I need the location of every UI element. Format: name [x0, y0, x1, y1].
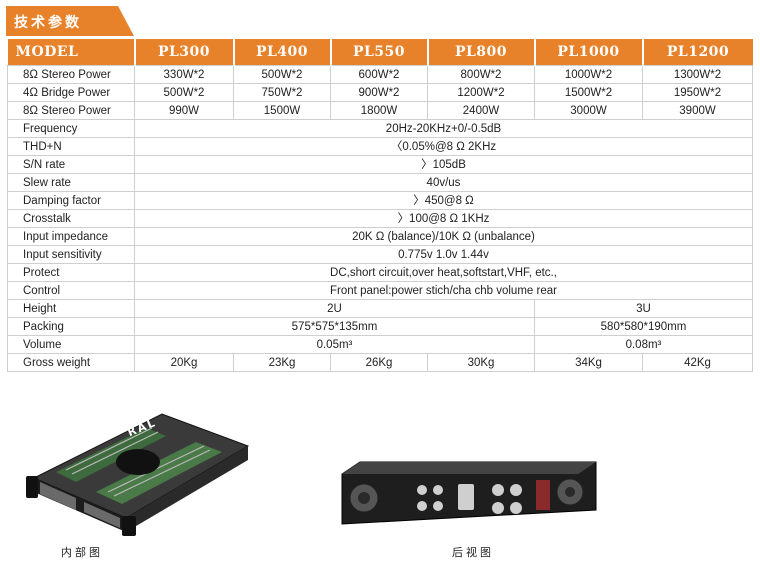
model-col-pl400: PL400 [233, 39, 332, 66]
table-cell: 330W*2 [134, 65, 234, 84]
row-label: 4Ω Bridge Power [7, 83, 135, 102]
table-cell: 2400W [427, 101, 535, 120]
table-cell: 0.05m³ [134, 335, 535, 354]
table-row: Gross weight 20Kg 23Kg 26Kg 30Kg 34Kg 42… [7, 353, 753, 372]
row-label: Slew rate [7, 173, 135, 192]
table-cell: 1500W [233, 101, 331, 120]
row-label: THD+N [7, 137, 135, 156]
table-cell: 3000W [534, 101, 643, 120]
row-label: 8Ω Stereo Power [7, 65, 135, 84]
table-cell: 20Kg [134, 353, 234, 372]
table-cell: 800W*2 [427, 65, 535, 84]
table-cell: 〉450@8 Ω [134, 191, 753, 210]
model-header: MODEL [7, 39, 136, 66]
table-cell: Front panel:power stich/cha chb volume r… [134, 281, 753, 300]
table-row: Volume 0.05m³ 0.08m³ [7, 335, 753, 354]
model-col-pl300: PL300 [134, 39, 235, 66]
table-cell: 990W [134, 101, 234, 120]
table-cell: 0.775v 1.0v 1.44v [134, 245, 753, 264]
row-label: Input sensitivity [7, 245, 135, 264]
table-row: Control Front panel:power stich/cha chb … [7, 281, 753, 300]
table-row: Input sensitivity 0.775v 1.0v 1.44v [7, 245, 753, 264]
table-row: Frequency 20Hz-20KHz+0/-0.5dB [7, 119, 753, 138]
table-cell: 40v/us [134, 173, 753, 192]
table-cell: 20Hz-20KHz+0/-0.5dB [134, 119, 753, 138]
table-cell: 0.08m³ [534, 335, 753, 354]
table-cell: 575*575*135mm [134, 317, 535, 336]
table-row: Protect DC,short circuit,over heat,softs… [7, 263, 753, 282]
table-row: Height 2U 3U [7, 299, 753, 318]
table-row: 8Ω Stereo Power 990W 1500W 1800W 2400W 3… [7, 101, 753, 120]
model-col-pl1200: PL1200 [642, 39, 753, 66]
rear-caption: 后视图 [452, 546, 494, 559]
table-cell: 20K Ω (balance)/10K Ω (unbalance) [134, 227, 753, 246]
table-cell: 1000W*2 [534, 65, 643, 84]
row-label: Control [7, 281, 135, 300]
row-label: S/N rate [7, 155, 135, 174]
table-cell: 26Kg [330, 353, 428, 372]
table-row: Packing 575*575*135mm 580*580*190mm [7, 317, 753, 336]
table-cell: 〉105dB [134, 155, 753, 174]
table-row: Crosstalk 〉100@8 Ω 1KHz [7, 209, 753, 228]
page-title: 技术参数 [14, 15, 82, 31]
table-cell: 2U [134, 299, 535, 318]
row-label: Gross weight [7, 353, 135, 372]
table-cell: 1200W*2 [427, 83, 535, 102]
row-label: Volume [7, 335, 135, 354]
row-label: 8Ω Stereo Power [7, 101, 135, 120]
table-cell: 750W*2 [233, 83, 331, 102]
row-label: Input impedance [7, 227, 135, 246]
table-cell: 1800W [330, 101, 428, 120]
table-row: Input impedance 20K Ω (balance)/10K Ω (u… [7, 227, 753, 246]
table-cell: 34Kg [534, 353, 643, 372]
model-col-pl550: PL550 [330, 39, 429, 66]
row-label: Frequency [7, 119, 135, 138]
row-label: Height [7, 299, 135, 318]
table-cell: DC,short circuit,over heat,softstart,VHF… [134, 263, 753, 282]
row-label: Packing [7, 317, 135, 336]
table-row: Slew rate 40v/us [7, 173, 753, 192]
table-row: Damping factor 〉450@8 Ω [7, 191, 753, 210]
table-cell: 500W*2 [233, 65, 331, 84]
table-cell: 〉100@8 Ω 1KHz [134, 209, 753, 228]
interior-caption: 内部图 [61, 546, 103, 559]
row-label: Damping factor [7, 191, 135, 210]
table-cell: 1300W*2 [642, 65, 753, 84]
row-label: Crosstalk [7, 209, 135, 228]
table-cell: 3900W [642, 101, 753, 120]
table-cell: 42Kg [642, 353, 753, 372]
table-cell: 900W*2 [330, 83, 428, 102]
table-cell: 3U [534, 299, 753, 318]
table-cell: 1500W*2 [534, 83, 643, 102]
table-row: THD+N 〈0.05%@8 Ω 2KHz [7, 137, 753, 156]
table-cell: 30Kg [427, 353, 535, 372]
amplifier-interior-photo [26, 413, 250, 536]
amplifier-rear-photo [341, 461, 597, 525]
model-col-pl1000: PL1000 [534, 39, 644, 66]
table-cell: 600W*2 [330, 65, 428, 84]
table-cell: 23Kg [233, 353, 331, 372]
header-row: MODEL PL300 PL400 PL550 PL800 PL1000 PL1… [7, 39, 753, 66]
table-cell: 500W*2 [134, 83, 234, 102]
table-cell: 580*580*190mm [534, 317, 753, 336]
table-cell: 1950W*2 [642, 83, 753, 102]
spec-table: MODEL PL300 PL400 PL550 PL800 PL1000 PL1… [7, 39, 753, 372]
table-cell: 〈0.05%@8 Ω 2KHz [134, 137, 753, 156]
table-row: 8Ω Stereo Power 330W*2 500W*2 600W*2 800… [7, 65, 753, 84]
model-col-pl800: PL800 [427, 39, 536, 66]
table-row: S/N rate 〉105dB [7, 155, 753, 174]
title-tab [6, 6, 134, 36]
row-label: Protect [7, 263, 135, 282]
table-row: 4Ω Bridge Power 500W*2 750W*2 900W*2 120… [7, 83, 753, 102]
